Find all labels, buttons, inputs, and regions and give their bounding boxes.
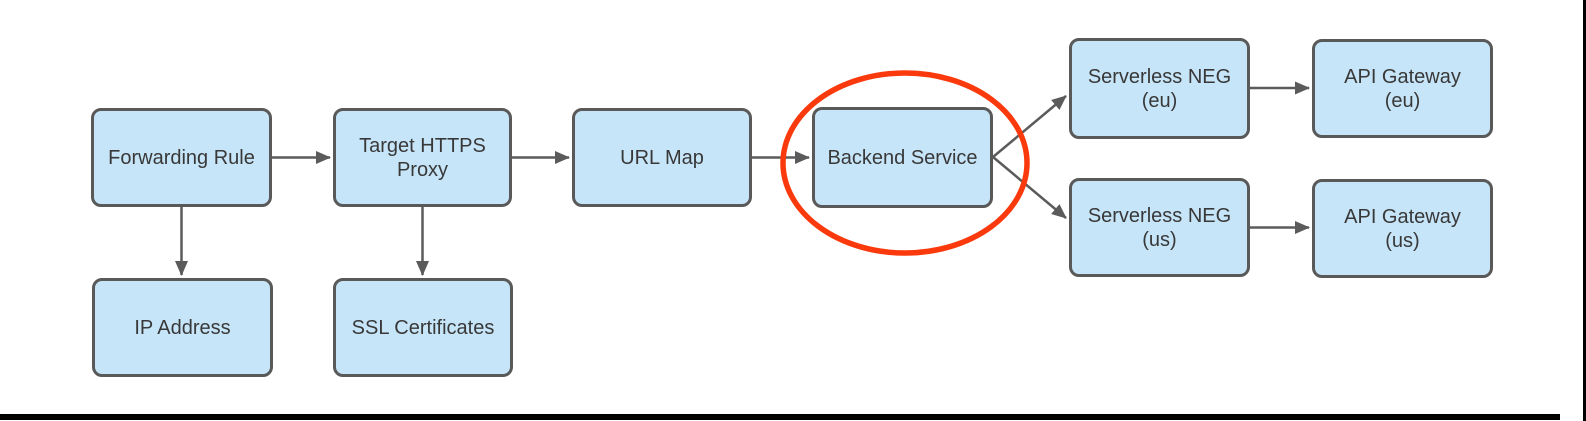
- bottom-border-line: [0, 414, 1560, 420]
- node-api-gateway-us: API Gateway (us): [1312, 179, 1493, 278]
- node-ssl-certificates: SSL Certificates: [333, 278, 513, 377]
- node-label: API Gateway: [1344, 65, 1461, 88]
- node-label-line2: Proxy: [396, 158, 449, 181]
- node-label: SSL Certificates: [351, 316, 495, 339]
- node-ip-address: IP Address: [92, 278, 273, 377]
- node-label: Serverless NEG: [1087, 204, 1232, 227]
- node-label: IP Address: [134, 316, 231, 339]
- right-border-line: [1583, 0, 1586, 421]
- node-label: Serverless NEG: [1087, 65, 1232, 88]
- node-label: Target HTTPS: [359, 134, 486, 157]
- node-label-line2: (eu): [1141, 89, 1178, 112]
- node-api-gateway-eu: API Gateway (eu): [1312, 39, 1493, 138]
- node-target-https-proxy: Target HTTPS Proxy: [333, 108, 512, 207]
- node-label-line2: (eu): [1384, 89, 1421, 112]
- node-label-line2: (us): [1142, 228, 1177, 251]
- node-backend-service: Backend Service: [812, 107, 993, 208]
- node-label-line2: (us): [1385, 229, 1420, 252]
- node-label: URL Map: [620, 146, 704, 169]
- node-serverless-neg-us: Serverless NEG (us): [1069, 178, 1250, 277]
- node-url-map: URL Map: [572, 108, 752, 207]
- arrow-backend-service-to-serverless-neg-eu: [992, 95, 1067, 158]
- node-forwarding-rule: Forwarding Rule: [91, 108, 272, 207]
- node-label: Forwarding Rule: [108, 146, 255, 169]
- arrow-backend-service-to-serverless-neg-us: [992, 156, 1067, 219]
- node-label: Backend Service: [827, 146, 978, 169]
- node-label: API Gateway: [1344, 205, 1461, 228]
- node-serverless-neg-eu: Serverless NEG (eu): [1069, 38, 1250, 139]
